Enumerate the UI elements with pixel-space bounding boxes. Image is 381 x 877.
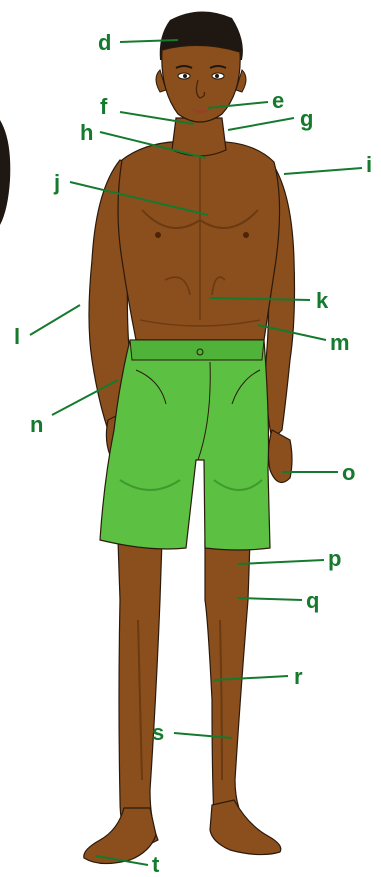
label-o: o (342, 460, 355, 485)
feet (84, 800, 281, 864)
leader-line-i (284, 168, 362, 174)
legs (118, 540, 262, 850)
label-d: d (98, 30, 111, 55)
person-figure (84, 11, 295, 863)
leader-line-g (228, 118, 294, 130)
label-g: g (300, 106, 313, 131)
leader-line-p (238, 560, 324, 564)
label-r: r (294, 664, 303, 689)
label-q: q (306, 588, 319, 613)
label-h: h (80, 120, 93, 145)
label-j: j (53, 170, 60, 195)
label-l: l (14, 324, 20, 349)
label-e: e (272, 88, 284, 113)
shorts (100, 340, 270, 550)
label-n: n (30, 412, 43, 437)
label-t: t (152, 852, 160, 877)
label-f: f (100, 94, 108, 119)
torso (118, 141, 280, 340)
label-m: m (330, 330, 350, 355)
neck (172, 118, 226, 156)
label-p: p (328, 546, 341, 571)
leader-line-l (30, 305, 80, 335)
neighbor-figure-fragment (0, 120, 10, 225)
label-k: k (316, 288, 329, 313)
label-s: s (152, 720, 164, 745)
label-i: i (366, 152, 372, 177)
